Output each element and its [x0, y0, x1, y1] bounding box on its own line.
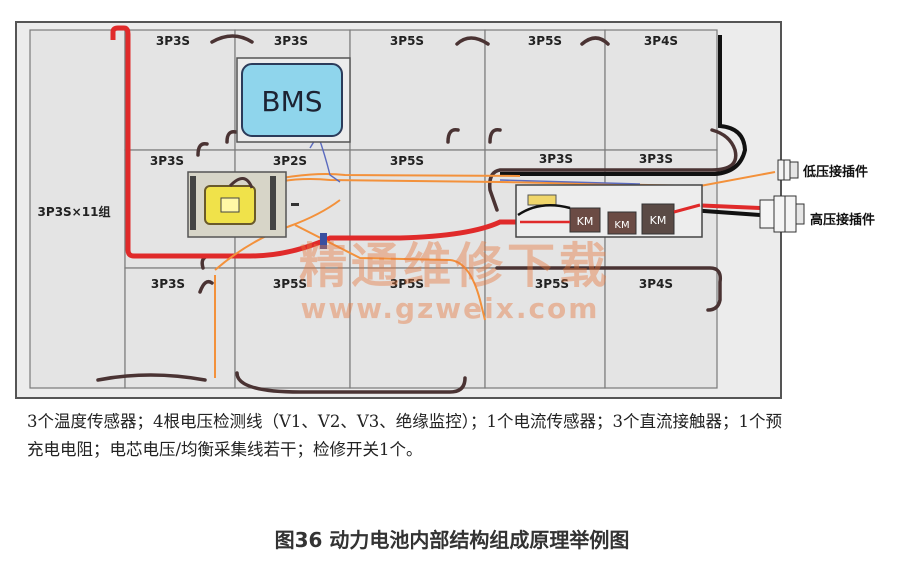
module-label: 3P5S	[390, 34, 424, 48]
contactor	[607, 211, 637, 235]
hv-negative-cable	[500, 35, 748, 176]
module-label: 3P3S	[151, 277, 185, 291]
relay-wire	[673, 203, 701, 214]
module-r2-c3	[349, 149, 486, 269]
busbar	[488, 128, 502, 144]
module-r1-c4	[484, 29, 606, 151]
hv-positive-cable	[110, 25, 520, 259]
module-r1-c5	[604, 29, 718, 151]
module-big-left	[29, 29, 126, 389]
module-label: 3P5S	[390, 277, 424, 291]
contactor	[569, 207, 601, 233]
relay-wire	[517, 203, 571, 217]
contactor-label: KM	[650, 214, 667, 227]
module-label: 3P2S	[273, 154, 307, 168]
module-r3-c5	[604, 267, 718, 389]
module-r3-c1	[124, 267, 236, 389]
sense-wire	[214, 199, 341, 271]
sensor-window	[220, 197, 240, 213]
battery-pack-diagram: 3P3S×11组 3P3S 3P3S 3P5S 3P5S 3P4S 3P3S 3…	[15, 21, 875, 399]
temp-sensor	[320, 233, 327, 249]
bms-unit	[241, 63, 343, 137]
figure-title: 图36 动力电池内部结构组成原理举例图	[274, 528, 630, 552]
contactor	[641, 203, 675, 235]
contactor-label: KM	[577, 215, 594, 228]
module-label: 3P5S	[273, 277, 307, 291]
module-label: 3P5S	[535, 277, 569, 291]
low-voltage-connector-label: 低压接插件	[802, 164, 868, 180]
precharge-resistor	[527, 194, 557, 206]
sensor-mount	[270, 176, 276, 230]
high-voltage-connector	[759, 195, 805, 233]
signal-wire	[499, 179, 641, 185]
module-label: 3P3S	[639, 152, 673, 166]
module-label: 3P3S	[156, 34, 190, 48]
module-label: 3P4S	[644, 34, 678, 48]
busbar	[446, 128, 460, 144]
contactor-label: KM	[614, 220, 629, 231]
busbar	[210, 34, 254, 44]
module-label: 3P3S	[539, 152, 573, 166]
watermark-cn: 精通维修下载	[299, 238, 611, 294]
figure-description: 3个温度传感器；4根电压检测线（V1、V2、V3、绝缘监控）；1个电流传感器；3…	[27, 412, 782, 459]
module-label: 3P3S	[274, 34, 308, 48]
busbar	[225, 129, 238, 144]
busbar	[487, 128, 738, 212]
busbar	[196, 141, 209, 157]
busbar	[580, 36, 610, 46]
sensor-mount	[190, 176, 196, 230]
module-r3-c2	[234, 267, 351, 389]
sensor-lead	[228, 177, 254, 189]
low-voltage-connector	[777, 159, 799, 181]
module-label: 3P4S	[639, 277, 673, 291]
module-r1-c3	[349, 29, 486, 151]
busbar	[455, 36, 490, 46]
fuse-marker	[291, 203, 299, 206]
bms-label: BMS	[261, 85, 322, 118]
module-r3-c4	[484, 267, 606, 389]
busbar	[198, 279, 214, 294]
watermark-url: www.gzweix.com	[301, 292, 600, 325]
busbar	[235, 371, 467, 394]
sense-wire	[294, 224, 486, 321]
busbar	[96, 373, 207, 382]
high-voltage-connector-label: 高压接插件	[810, 212, 875, 228]
module-label-big: 3P3S×11组	[38, 204, 111, 219]
module-label: 3P5S	[390, 154, 424, 168]
busbar	[495, 266, 723, 312]
module-label: 3P3S	[150, 154, 184, 168]
module-r1-c1	[124, 29, 236, 151]
module-label: 3P5S	[528, 34, 562, 48]
